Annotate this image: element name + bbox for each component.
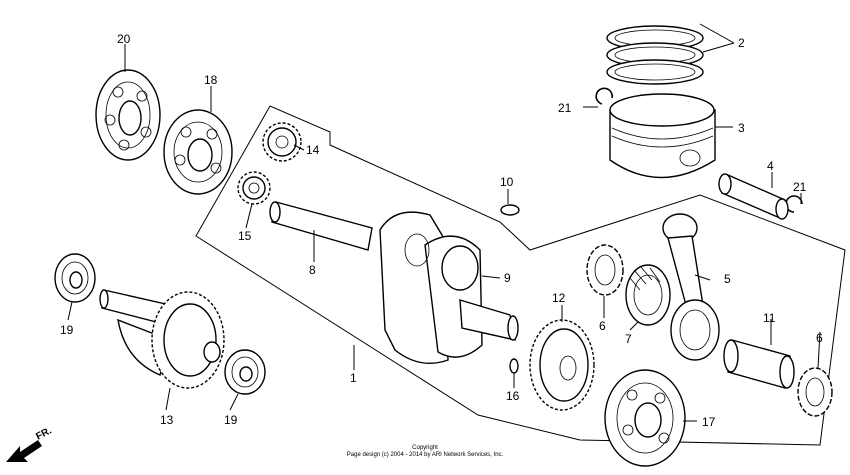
- piston-rings: [606, 25, 704, 85]
- connecting-rod: [662, 213, 720, 361]
- callout-21-top: 21: [558, 101, 572, 115]
- callout-10: 10: [500, 175, 514, 189]
- leader-lines: [67, 23, 821, 422]
- callout-9: 9: [504, 271, 511, 285]
- callout-13: 13: [160, 413, 174, 427]
- needle-bearing-7: [625, 264, 671, 326]
- callout-18: 18: [204, 73, 218, 87]
- gear-14: [262, 122, 302, 162]
- callout-16: 16: [506, 389, 520, 403]
- callout-17: 17: [702, 415, 716, 429]
- callout-5: 5: [724, 272, 731, 286]
- callout-2: 2: [738, 36, 745, 50]
- piston-pin: [718, 173, 789, 220]
- callout-21-right: 21: [793, 180, 807, 194]
- copyright-label: Copyright: [412, 445, 438, 451]
- callout-6-left: 6: [599, 319, 606, 333]
- thrust-washer-6-left: [586, 244, 624, 296]
- callout-15: 15: [238, 229, 252, 243]
- ball-bearing-17: [604, 369, 686, 467]
- ball-bearing-18: [163, 109, 233, 195]
- callout-19-top: 19: [60, 323, 74, 337]
- circlip-top: [595, 87, 613, 105]
- callout-1: 1: [350, 371, 357, 385]
- ball-bearing-19-top: [54, 253, 96, 303]
- callout-labels: 20 18 2 21 3 14 4 10 21 15 8 9 5 12 11 6…: [60, 32, 823, 429]
- balancer-shaft: [99, 289, 225, 389]
- callout-14: 14: [306, 143, 320, 157]
- pin-16: [509, 358, 519, 374]
- crankshaft: [269, 201, 519, 364]
- front-indicator-label: FR.: [34, 425, 54, 442]
- callout-6-right: 6: [816, 331, 823, 345]
- crank-pin-11: [723, 339, 795, 389]
- callout-19-bottom: 19: [224, 413, 238, 427]
- callout-8: 8: [309, 263, 316, 277]
- gear-15: [237, 171, 271, 205]
- callout-4: 4: [767, 159, 774, 173]
- ball-bearing-19-bottom: [224, 349, 266, 395]
- callout-20: 20: [117, 32, 131, 46]
- piston: [609, 93, 716, 179]
- page-design-note: Page design (c) 2004 - 2014 by ARI Netwo…: [347, 452, 504, 458]
- gear-12: [529, 319, 595, 411]
- front-arrow-icon: [6, 440, 42, 462]
- callout-7: 7: [625, 332, 632, 346]
- callout-11: 11: [763, 311, 776, 325]
- callout-12: 12: [552, 291, 566, 305]
- assembly-outline: [195, 105, 846, 446]
- thrust-washer-6-right: [797, 367, 833, 417]
- ball-bearing-20: [95, 69, 161, 161]
- dowel-pin-10: [500, 204, 520, 216]
- callout-3: 3: [738, 121, 745, 135]
